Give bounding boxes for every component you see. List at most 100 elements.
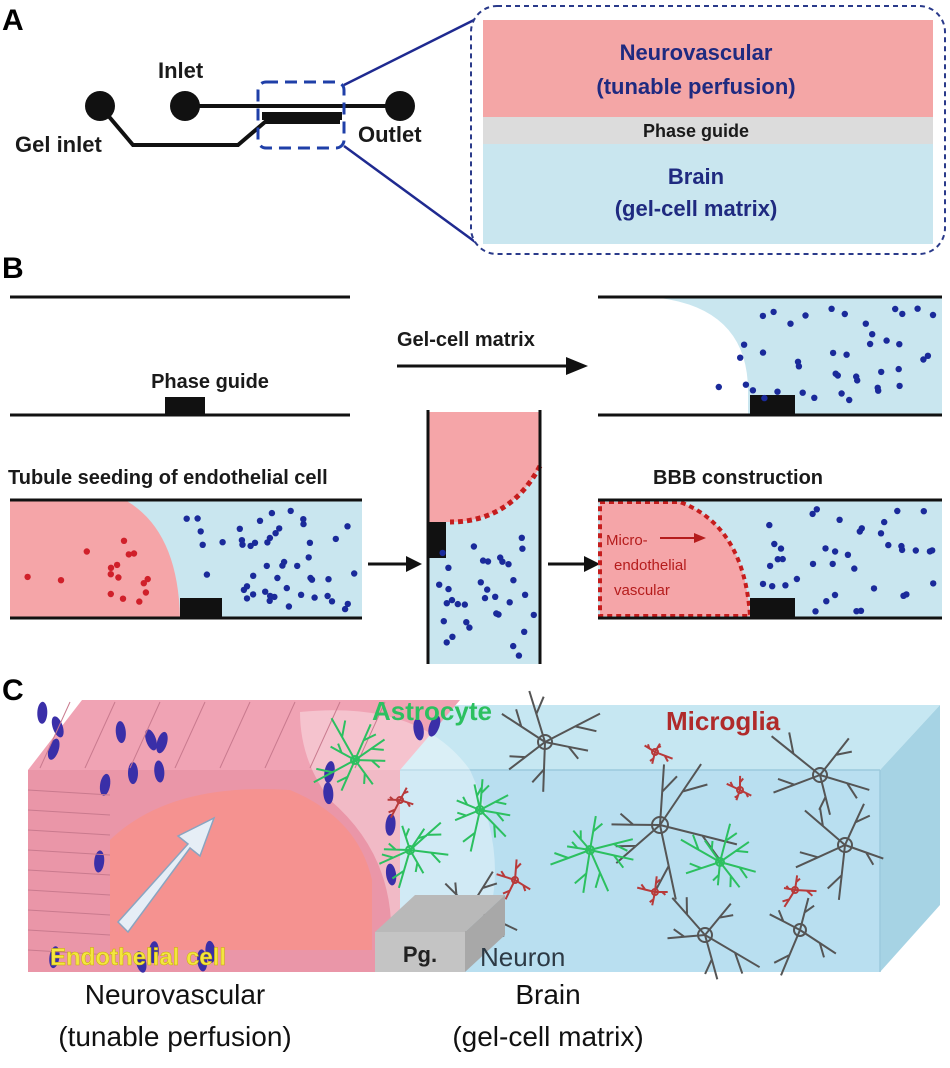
cell-dot [272, 530, 279, 537]
cell-process [659, 764, 678, 826]
cell-dot [930, 580, 937, 587]
cell-dot [107, 571, 115, 578]
micro-endothelial-vascular-region [598, 500, 753, 618]
cell-dot [761, 394, 768, 402]
cell-dot [809, 510, 816, 518]
cell-outline [264, 701, 296, 769]
cell-process [636, 883, 656, 893]
cell-process [719, 841, 750, 863]
cell-process [819, 774, 870, 799]
cell-dot [774, 388, 781, 395]
cell-process [330, 743, 356, 761]
cell-process [354, 723, 377, 761]
cell-dot [510, 642, 517, 650]
cell-dots [759, 506, 937, 615]
cell-dot [497, 554, 504, 561]
endothelial-nucleus [99, 773, 111, 796]
cell-dot [470, 543, 478, 550]
cell-process [719, 861, 756, 879]
cell-dot [737, 354, 744, 361]
endothelial-nucleus [197, 949, 208, 972]
cell-dot [802, 312, 809, 319]
endothelial-nucleus [154, 760, 165, 783]
cell-process [589, 849, 634, 869]
cell-dot [461, 601, 468, 608]
microfluidic-chip-schematic: Gel inlet Inlet Outlet [15, 16, 479, 246]
block-side-face [880, 705, 940, 972]
phase-guide-label: Phase guide [151, 371, 269, 393]
panel-a-letter: A [2, 4, 24, 37]
cell-dot [262, 588, 269, 595]
cell-dot [256, 517, 264, 524]
empty-channel-step: Phase guide [10, 295, 350, 417]
cell-dot [294, 562, 301, 570]
cell-outline [84, 701, 116, 769]
perfusion-arrow [116, 816, 216, 934]
cell-process [659, 763, 708, 826]
cell-dot [793, 575, 801, 583]
cell-dot [838, 390, 845, 397]
cell-dot [144, 575, 151, 583]
cell-process [479, 809, 507, 838]
cell-dot [436, 581, 443, 588]
cell-dot [899, 310, 906, 318]
endothelial-label: endothelial [614, 557, 687, 574]
endothelial-nucleus [413, 718, 424, 741]
cell-dot [766, 521, 773, 529]
cell-process [712, 861, 721, 886]
cell-dot [341, 605, 349, 613]
cell-dot [841, 310, 848, 318]
endothelial-nucleus [205, 940, 216, 963]
cell-dot [870, 585, 878, 592]
cell-dot [115, 574, 122, 581]
cell-dot [924, 352, 932, 359]
cell-dot [521, 628, 528, 635]
cell-dot [107, 564, 115, 571]
cell-dot [521, 591, 529, 598]
vertical-cross-section [426, 410, 543, 664]
cell-process [409, 849, 449, 864]
cell-dot [306, 539, 314, 546]
cell-dot [305, 554, 312, 561]
cell-dot [247, 542, 254, 550]
cell-process [655, 891, 668, 896]
inset-brain-label: Brain [668, 164, 724, 189]
panel-c-letter: C [2, 674, 24, 707]
gel-cell-matrix-c-label: (gel-cell matrix) [452, 1021, 643, 1052]
cell-dot [742, 381, 750, 388]
inset-neurovascular-label: Neurovascular [620, 40, 773, 65]
cell-dot [297, 591, 305, 598]
cell-process [655, 824, 677, 900]
cell-dot [194, 515, 201, 522]
cell-dot [328, 598, 336, 605]
cell-process [330, 717, 356, 761]
cell-dot [858, 525, 865, 532]
cell-dot [445, 564, 452, 571]
endothelial-nucleus [145, 729, 157, 751]
cell-dot [463, 619, 470, 626]
cell-process [354, 759, 374, 785]
cell-body [793, 923, 807, 937]
cell-process [704, 934, 719, 980]
cell-dot [769, 583, 776, 590]
cell-process [739, 789, 752, 798]
cell-dot [896, 382, 903, 390]
process-arrow-2 [548, 556, 600, 572]
cell-process [644, 743, 656, 753]
cell-dot [440, 618, 447, 625]
cell-process [514, 879, 531, 892]
cell-process [769, 909, 801, 931]
cell-dot [799, 389, 806, 396]
cell-dot [914, 305, 921, 312]
cell-dot [308, 576, 316, 583]
cell-dot [929, 547, 936, 554]
cell-process [388, 799, 401, 819]
cell-dot [920, 356, 927, 363]
cell-process [654, 751, 673, 762]
cell-dot [777, 545, 785, 552]
cell-dot [771, 540, 778, 548]
cell-dot [324, 592, 331, 600]
cell-process [680, 834, 721, 863]
cell-dot [271, 593, 278, 601]
